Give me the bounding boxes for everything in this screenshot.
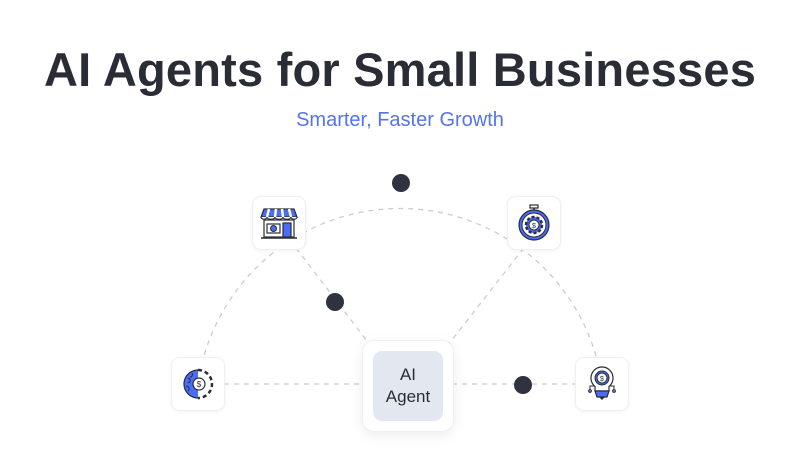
page-title: AI Agents for Small Businesses bbox=[43, 43, 757, 96]
storefront-icon bbox=[260, 208, 298, 239]
ai-agent-hub: AI Agent bbox=[362, 340, 454, 432]
store-node bbox=[252, 196, 306, 250]
ai-agent-line2: Agent bbox=[385, 387, 431, 406]
svg-text:$: $ bbox=[532, 223, 536, 230]
brain-node: $ bbox=[171, 357, 225, 411]
lightbulb-dollar-icon: $ bbox=[588, 366, 616, 400]
dot-top bbox=[392, 174, 410, 192]
lightbulb-node: $ bbox=[575, 357, 629, 411]
stopwatch-dollar-icon: $ bbox=[518, 204, 550, 241]
connector-stopwatch-agent bbox=[447, 239, 531, 346]
svg-text:$: $ bbox=[600, 376, 604, 383]
stopwatch-node: $ bbox=[507, 196, 561, 250]
ai-agent-label-box: AI Agent bbox=[373, 351, 443, 421]
connector-store-agent bbox=[289, 239, 371, 346]
brain-gear-dollar-icon: $ bbox=[183, 368, 214, 400]
svg-text:$: $ bbox=[197, 380, 202, 389]
ai-agent-line1: AI bbox=[399, 365, 417, 384]
dot-left-diagonal bbox=[326, 293, 344, 311]
page-subtitle: Smarter, Faster Growth bbox=[296, 109, 504, 131]
dot-right bbox=[514, 376, 532, 394]
outer-arc bbox=[197, 207, 603, 385]
